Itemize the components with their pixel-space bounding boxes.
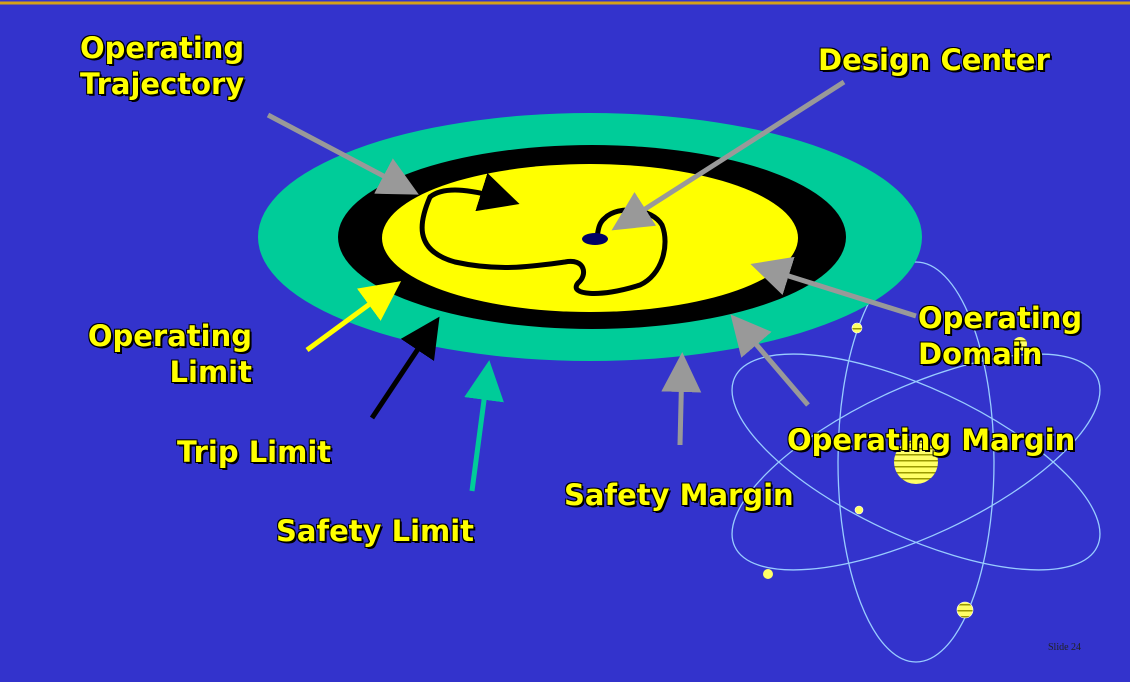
label-safety-margin: Safety Margin (564, 477, 794, 513)
label-operating-limit-line-1: Operating (68, 318, 252, 354)
label-design-center: Design Center (818, 42, 1050, 78)
label-operating-trajectory: Operating Trajectory (80, 30, 244, 102)
label-operating-margin: Operating Margin (787, 422, 1075, 458)
label-operating-limit: Operating Limit (68, 318, 252, 390)
label-operating-domain: Operating Domain (918, 300, 1082, 372)
arrow-safety-limit (472, 370, 488, 491)
design-center-point (582, 233, 608, 245)
label-operating-trajectory-line-1: Operating (80, 30, 244, 66)
arrow-safety-margin (680, 362, 682, 445)
label-trip-limit: Trip Limit (177, 434, 331, 470)
slide-number: Slide 24 (1048, 642, 1081, 653)
label-safety-limit: Safety Limit (276, 513, 474, 549)
label-operating-limit-line-2: Limit (68, 354, 252, 390)
label-operating-domain-line-1: Operating (918, 300, 1082, 336)
label-operating-trajectory-line-2: Trajectory (80, 66, 244, 102)
label-operating-domain-line-2: Domain (918, 336, 1082, 372)
